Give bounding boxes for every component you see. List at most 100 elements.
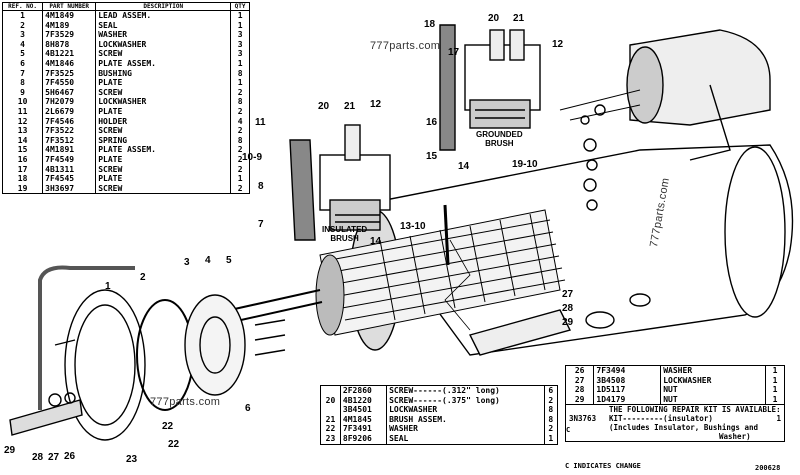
- parts-table-part-number: 4B1221: [42, 49, 96, 59]
- callout-23: 23: [126, 454, 138, 465]
- parts-table-part-number: 4B1311: [42, 164, 96, 175]
- parts-table-qty: 2: [230, 154, 250, 165]
- through-bolt: [443, 204, 450, 266]
- insulated-brush-caption: INSULATED BRUSH: [322, 225, 367, 243]
- kit-note-2: Washer): [719, 432, 751, 442]
- bottom-table-description: LOCKWASHER: [386, 405, 545, 415]
- callout-17: 17: [448, 47, 460, 58]
- parts-table-description: SCREW: [95, 126, 231, 136]
- callout-14-left: 14: [370, 236, 382, 247]
- parts-table-part-number: 4M1846: [42, 58, 96, 69]
- parts-table-description: PLATE: [95, 174, 231, 184]
- callout-27-left: 27: [48, 452, 60, 463]
- grounded-brush-detail: [439, 24, 541, 151]
- shaft-hardware: [9, 339, 83, 436]
- parts-table-description: LOCKWASHER: [95, 97, 231, 107]
- parts-table-ref-no: 19: [17, 183, 28, 193]
- parts-table-description: SCREW: [95, 49, 231, 59]
- parts-table-ref-no: 7: [20, 68, 25, 78]
- right-table-part-number: 7F3494: [593, 366, 661, 376]
- callout-15: 15: [426, 151, 438, 162]
- grounded-caption-line-1: GROUNDED: [476, 130, 523, 139]
- kit-note-1: (Includes Insulator, Bushings and: [609, 423, 759, 433]
- parts-table-qty: 1: [230, 20, 250, 31]
- insulated-brush-detail: [289, 124, 391, 241]
- parts-table-qty: 2: [230, 183, 250, 194]
- right-table-qty: 1: [765, 375, 784, 386]
- parts-table-description: BUSHING: [95, 68, 231, 79]
- right-table-description: NUT: [660, 385, 766, 395]
- parts-table-qty: 8: [230, 97, 250, 107]
- armature: [229, 209, 566, 336]
- kit-heading: THE FOLLOWING REPAIR KIT IS AVAILABLE:: [609, 405, 781, 415]
- header-qty: QTY: [230, 2, 250, 11]
- callout-28-left: 28: [32, 452, 44, 463]
- right-table-ref-no: 26: [574, 366, 585, 375]
- bottom-table-description: SEAL: [386, 433, 545, 445]
- callout-4: 4: [205, 255, 211, 266]
- kit-change-mark: C: [566, 426, 571, 434]
- commutator-end-frame: [64, 289, 286, 441]
- parts-table-qty: 1: [230, 10, 250, 21]
- parts-table-qty: 1: [230, 78, 250, 88]
- bottom-table-part-number: 7F3491: [339, 424, 387, 434]
- parts-table-ref-no: 16: [17, 154, 28, 164]
- parts-table-part-number: 4M1849: [42, 10, 96, 21]
- watermark-1: 777parts.com: [370, 40, 441, 52]
- header-part-number: PART NUMBER: [42, 2, 96, 11]
- insulated-caption-line-2: BRUSH: [330, 234, 359, 243]
- parts-table-qty: 1: [230, 58, 250, 69]
- header-description: DESCRIPTION: [95, 2, 231, 11]
- kit-part-number: 3N3763: [569, 414, 597, 424]
- bottom-table-ref-no: 22: [325, 424, 336, 434]
- parts-table-ref-no: 18: [17, 174, 28, 184]
- bottom-table-qty: 8: [543, 414, 558, 425]
- callout-7: 7: [258, 219, 264, 230]
- parts-table-qty: 2: [230, 126, 250, 136]
- bottom-table-ref-no: 21: [325, 414, 336, 424]
- right-table-part-number: 3B4508: [593, 375, 661, 386]
- callout-21-left: 21: [344, 101, 356, 112]
- parts-table-part-number: 8H878: [42, 39, 96, 50]
- parts-table-description: WASHER: [95, 30, 231, 40]
- right-table-description: WASHER: [660, 366, 766, 376]
- parts-table-qty: 2: [230, 145, 250, 155]
- callout-27-right: 27: [562, 289, 574, 300]
- parts-table-qty: 3: [230, 30, 250, 40]
- parts-table-description: SEAL: [95, 20, 231, 31]
- parts-table-ref-no: 14: [17, 135, 28, 145]
- bottom-table-description: SCREW------(.375" long): [386, 395, 545, 406]
- parts-table-description: HOLDER: [95, 116, 231, 127]
- bottom-table-ref-no: 20: [325, 395, 336, 405]
- callout-3: 3: [184, 257, 190, 268]
- parts-table-qty: 8: [230, 135, 250, 146]
- parts-table-qty: 2: [230, 87, 250, 98]
- bottom-table-qty: 2: [543, 395, 558, 406]
- parts-table-description: PLATE ASSEM.: [95, 145, 231, 155]
- parts-table-ref-no: 13: [17, 126, 28, 136]
- callout-20-top: 20: [488, 13, 500, 24]
- parts-table-part-number: 4M189: [42, 20, 96, 31]
- parts-table-qty: 2: [230, 106, 250, 117]
- callout-26-left: 26: [64, 451, 76, 462]
- callout-10-9: 10-9: [242, 152, 263, 163]
- callout-14-top: 14: [458, 161, 470, 172]
- parts-table-qty: 1: [230, 174, 250, 184]
